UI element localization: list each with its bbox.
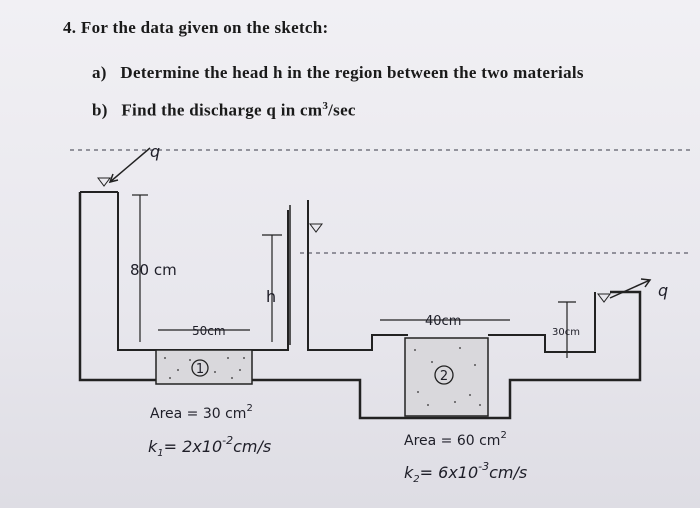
question-part-b: b) Find the discharge q in cm3/sec (92, 100, 356, 121)
water-level-icon-middle (309, 223, 323, 233)
right-chamber-wall (488, 292, 596, 353)
soil-2-dots (414, 347, 481, 406)
middle-chamber-wall (307, 200, 408, 351)
water-level-icon (97, 177, 111, 187)
question-part-a: a) Determine the head h in the region be… (92, 63, 584, 83)
question-title: 4. For the data given on the sketch: (63, 18, 329, 38)
water-level-icon-right (597, 293, 611, 303)
part-b-exponent: 3 (322, 100, 329, 112)
head-h-label: h (266, 287, 276, 306)
soil-2-number-circle (434, 365, 454, 385)
question-title-text: For the data given on the sketch: (80, 18, 329, 37)
inflow-arrow (109, 147, 151, 183)
part-b-label: b) (92, 100, 108, 120)
soil-2-permeability-label: k2= 6x10-3cm/s (404, 460, 527, 485)
soil-sample-2 (404, 337, 489, 417)
outflow-arrow (609, 279, 651, 299)
soil-1-number-circle (191, 359, 209, 377)
flow-out-label: q (658, 281, 668, 300)
soil-1-area-label: Area = 30 cm2 (150, 403, 253, 422)
part-a-label: a) (92, 63, 107, 82)
part-b-text: Find the discharge q in cm (121, 100, 323, 120)
distance-50-label: 50cm (192, 324, 226, 338)
soil-1-permeability-label: k1= 2x10-2cm/s (148, 434, 271, 459)
part-a-text: Determine the head h in the region betwe… (120, 63, 584, 82)
height-80-label: 80 cm (130, 261, 177, 279)
distance-40-label: 40cm (425, 314, 461, 329)
soil-2-number: 2 (440, 369, 448, 384)
flow-in-label: q (150, 142, 160, 161)
soil-sample-1 (155, 349, 253, 385)
soil-1-number: 1 (196, 362, 204, 377)
height-30-label: 30cm (552, 327, 580, 338)
soil-1-dots (164, 357, 245, 379)
question-number: 4. (63, 18, 77, 37)
soil-2-area-label: Area = 60 cm2 (404, 430, 507, 449)
part-b-unit: /sec (328, 100, 356, 120)
